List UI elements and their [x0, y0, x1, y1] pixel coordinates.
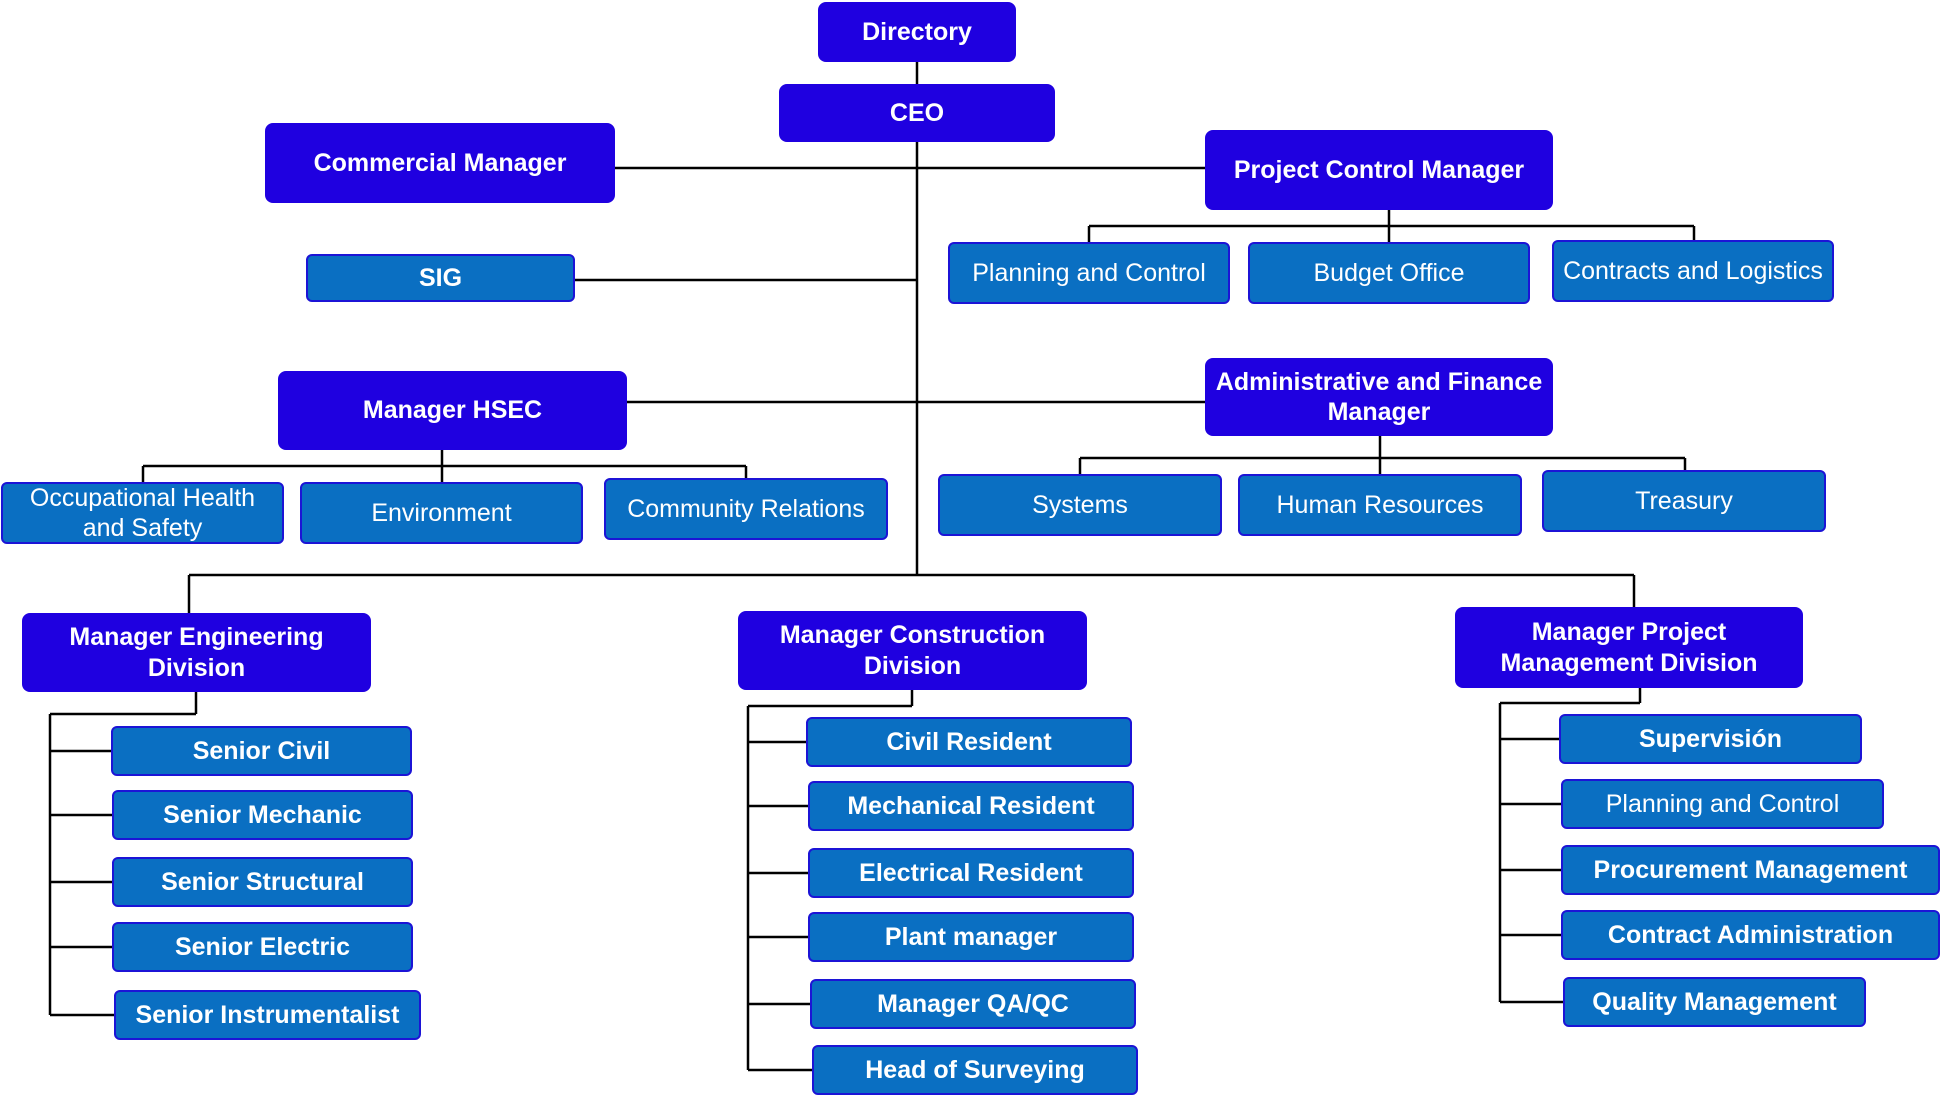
node-supervision: Supervisión [1559, 714, 1862, 764]
node-mechanical-resident: Mechanical Resident [808, 781, 1134, 831]
node-admin-finance-manager: Administrative and Finance Manager [1205, 358, 1553, 436]
node-contracts-and-logistics: Contracts and Logistics [1552, 240, 1834, 302]
node-treasury: Treasury [1542, 470, 1826, 532]
node-manager-project-management: Manager Project Management Division [1455, 607, 1803, 688]
node-manager-qa-qc: Manager QA/QC [810, 979, 1136, 1029]
node-planning-and-control: Planning and Control [948, 242, 1230, 304]
node-senior-civil: Senior Civil [111, 726, 412, 776]
node-directory: Directory [818, 2, 1016, 62]
node-commercial-manager: Commercial Manager [265, 123, 615, 203]
node-senior-mechanic: Senior Mechanic [112, 790, 413, 840]
node-ceo: CEO [779, 84, 1055, 142]
node-manager-construction: Manager Construction Division [738, 611, 1087, 690]
node-budget-office: Budget Office [1248, 242, 1530, 304]
node-manager-engineering: Manager Engineering Division [22, 613, 371, 692]
node-quality-management: Quality Management [1563, 977, 1866, 1027]
node-occupational-health-safety: Occupational Health and Safety [1, 482, 284, 544]
node-procurement-management: Procurement Management [1561, 845, 1940, 895]
node-civil-resident: Civil Resident [806, 717, 1132, 767]
node-project-control-manager: Project Control Manager [1205, 130, 1553, 210]
node-community-relations: Community Relations [604, 478, 888, 540]
node-pm-planning-and-control: Planning and Control [1561, 779, 1884, 829]
node-human-resources: Human Resources [1238, 474, 1522, 536]
node-senior-electric: Senior Electric [112, 922, 413, 972]
node-sig: SIG [306, 254, 575, 302]
node-systems: Systems [938, 474, 1222, 536]
node-senior-structural: Senior Structural [112, 857, 413, 907]
node-contract-administration: Contract Administration [1561, 910, 1940, 960]
node-environment: Environment [300, 482, 583, 544]
node-plant-manager: Plant manager [808, 912, 1134, 962]
node-electrical-resident: Electrical Resident [808, 848, 1134, 898]
node-senior-instrumentalist: Senior Instrumentalist [114, 990, 421, 1040]
node-manager-hsec: Manager HSEC [278, 371, 627, 450]
node-head-of-surveying: Head of Surveying [812, 1045, 1138, 1095]
